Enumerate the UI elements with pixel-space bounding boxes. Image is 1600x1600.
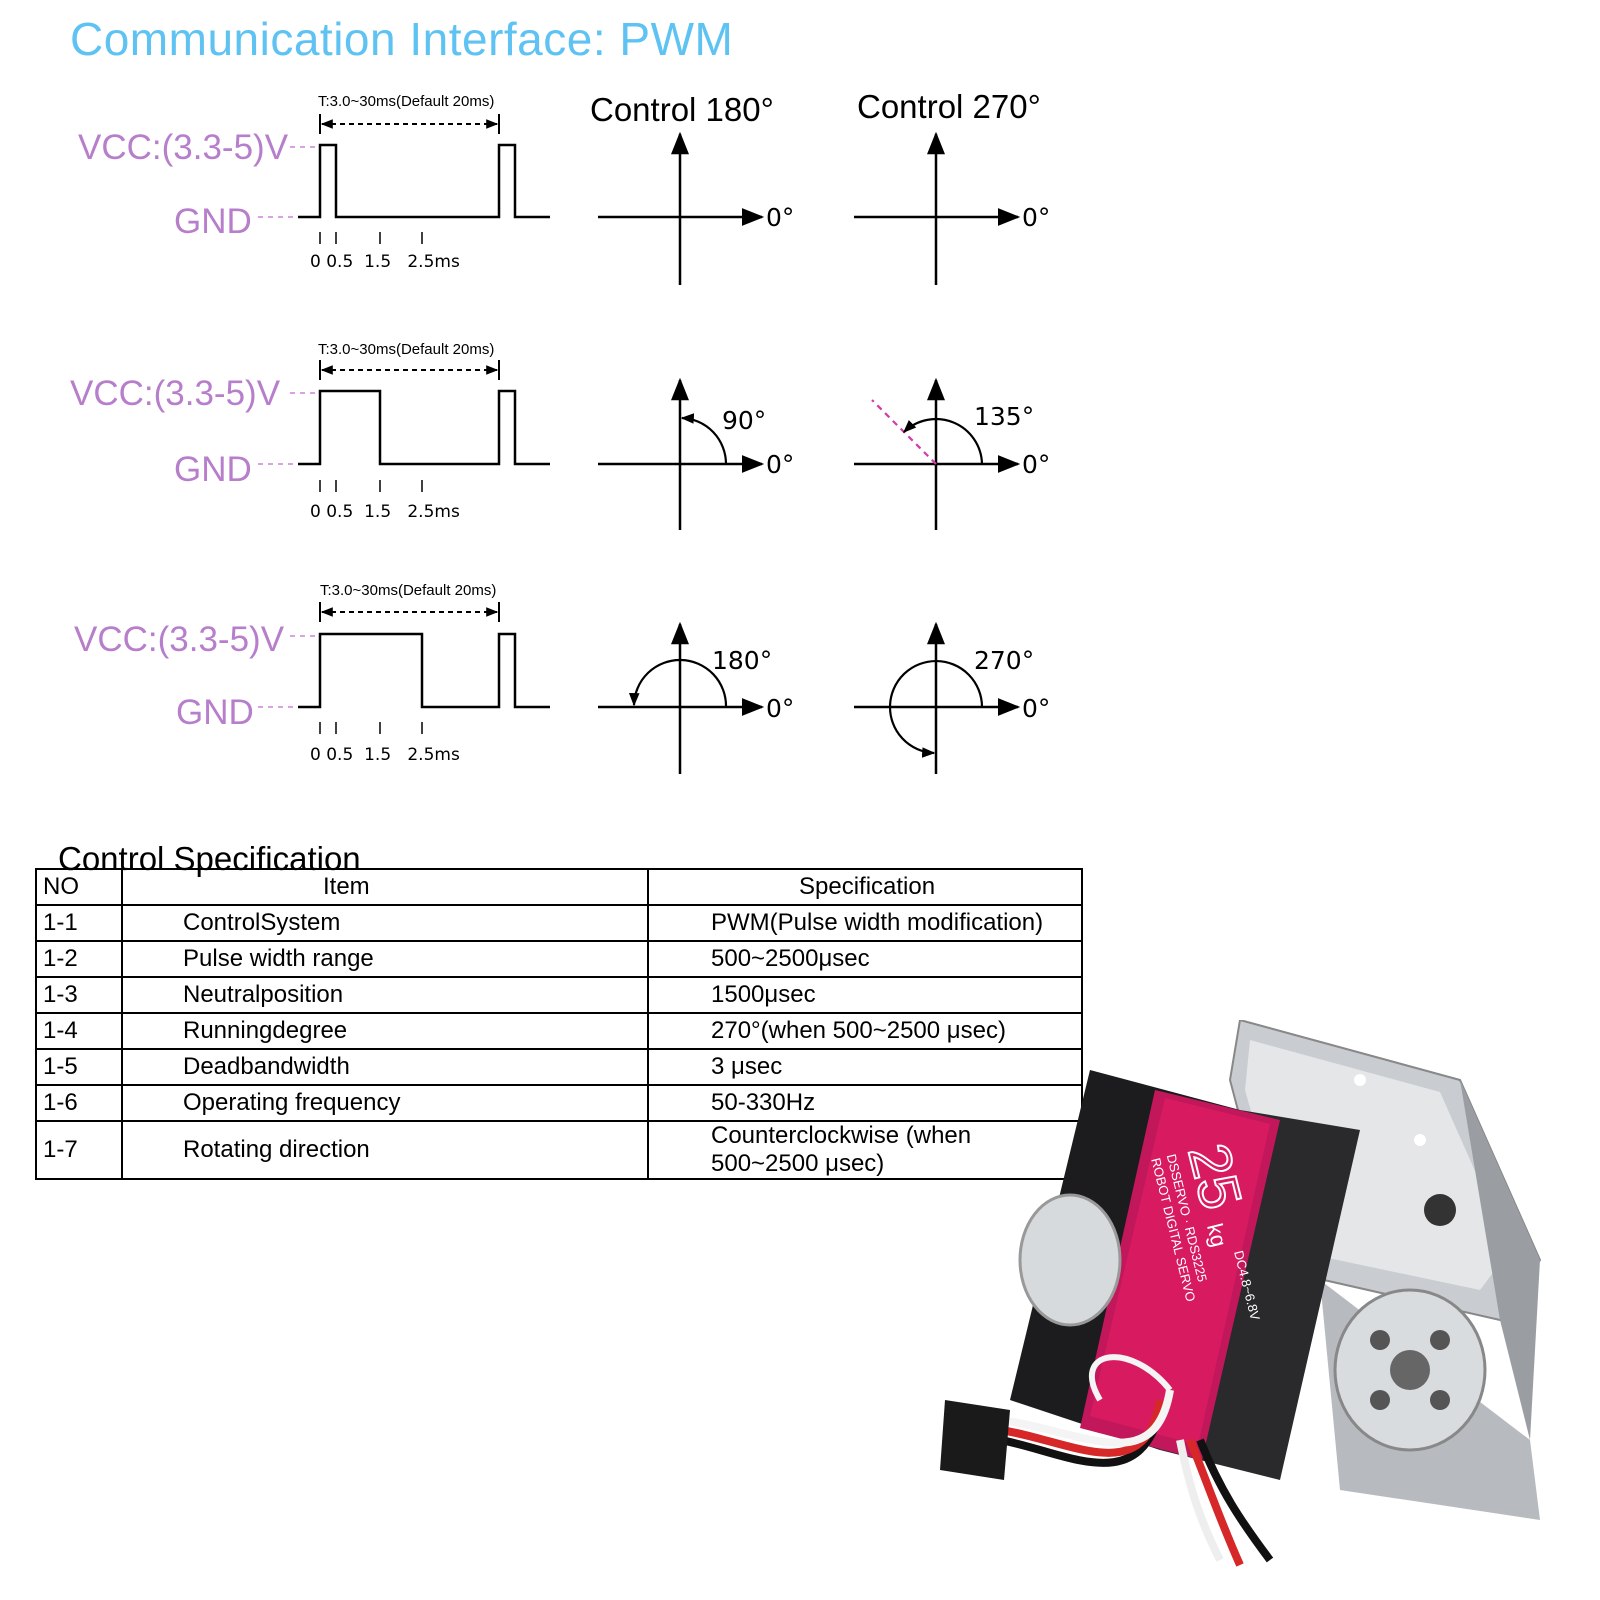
row-spec: 3 μsec [647, 1048, 1083, 1086]
row-no: 1-5 [35, 1048, 123, 1086]
row-spec: 50-330Hz [647, 1084, 1083, 1122]
tick-0-5: 0.5 [326, 745, 354, 765]
table-row: 1-1 ControlSystem PWM(Pulse width modifi… [35, 904, 1083, 942]
table-row: 1-3 Neutralposition 1500μsec [35, 976, 1083, 1014]
table-row: 1-5 Deadbandwidth 3 μsec [35, 1048, 1083, 1086]
axes-270-3 [854, 621, 1021, 774]
table-header-row: NO Item Specification [35, 868, 1083, 906]
c180-zero-label-1: 0° [766, 203, 795, 232]
waveform-1 [298, 143, 550, 219]
arc-180 [628, 658, 728, 708]
control-180-header: Control 180° [590, 91, 774, 128]
row-spec: Counterclockwise (when 500~2500 μsec) [647, 1120, 1083, 1180]
table-row: 1-4 Runningdegree 270°(when 500~2500 μse… [35, 1012, 1083, 1050]
axes-180-1 [598, 131, 765, 285]
row-no: 1-7 [35, 1120, 123, 1180]
c270-zero-label-2: 0° [1022, 450, 1051, 479]
header-no: NO [35, 868, 123, 906]
row-no: 1-3 [35, 976, 123, 1014]
tick-marks-1 [319, 232, 423, 244]
tick-1-5: 1.5 [364, 252, 392, 272]
tick-0: 0 [310, 252, 321, 272]
servo-product-photo: 25 kg DSSERVO · RDS3225 ROBOT DIGITAL SE… [940, 1020, 1542, 1567]
vcc-label-1: VCC:(3.3-5)V [78, 128, 289, 167]
tick-0-5: 0.5 [326, 252, 354, 272]
period-arrow-3 [319, 602, 500, 622]
arc-135 [903, 417, 984, 465]
period-label-1: T:3.0~30ms(Default 20ms) [318, 93, 495, 110]
c270-zero-label-3: 0° [1022, 694, 1051, 723]
tick-0: 0 [310, 745, 321, 765]
control-270-header: Control 270° [857, 88, 1041, 125]
c180-angle-label-3: 180° [712, 646, 773, 675]
header-specification: Specification [647, 868, 1083, 906]
header-item: Item [121, 868, 649, 906]
waveform-2 [298, 389, 550, 466]
row-no: 1-6 [35, 1084, 123, 1122]
row-spec: PWM(Pulse width modification) [647, 904, 1083, 942]
tick-1-5: 1.5 [364, 745, 392, 765]
vcc-label-2: VCC:(3.3-5)V [70, 374, 281, 413]
servo-connector [940, 1400, 1010, 1480]
tick-marks-3 [319, 722, 423, 734]
level-guides-3 [258, 635, 318, 708]
row-no: 1-1 [35, 904, 123, 942]
row-item: Rotating direction [121, 1120, 649, 1180]
spec-table: NO Item Specification 1-1 ControlSystem … [35, 868, 1083, 1180]
row-spec: 270°(when 500~2500 μsec) [647, 1012, 1083, 1050]
row-spec: 500~2500μsec [647, 940, 1083, 978]
waveform-3 [298, 632, 550, 709]
row-item: Operating frequency [121, 1084, 649, 1122]
table-row: 1-7 Rotating direction Counterclockwise … [35, 1120, 1083, 1180]
axes-270-1 [854, 131, 1021, 285]
vcc-label-3: VCC:(3.3-5)V [74, 620, 285, 659]
c270-angle-label-3: 270° [974, 646, 1035, 675]
row-item: Pulse width range [121, 940, 649, 978]
gnd-label-2: GND [174, 450, 252, 489]
row-item: Neutralposition [121, 976, 649, 1014]
period-arrow-2 [319, 360, 500, 380]
row-item: Deadbandwidth [121, 1048, 649, 1086]
tick-1-5: 1.5 [364, 502, 392, 522]
table-row: 1-2 Pulse width range 500~2500μsec [35, 940, 1083, 978]
axes-270-2 [854, 377, 1021, 530]
row-no: 1-2 [35, 940, 123, 978]
period-arrow-1 [319, 114, 500, 134]
tick-marks-2 [319, 480, 423, 492]
table-row: 1-6 Operating frequency 50-330Hz [35, 1084, 1083, 1122]
tick-2-5: 2.5ms [407, 502, 460, 522]
tick-0: 0 [310, 502, 321, 522]
row-item: Runningdegree [121, 1012, 649, 1050]
arc-90 [680, 413, 728, 465]
c180-zero-label-2: 0° [766, 450, 795, 479]
tick-2-5: 2.5ms [407, 252, 460, 272]
tick-2-5: 2.5ms [407, 745, 460, 765]
tick-labels-1: 0 0.5 1.5 2.5ms [310, 252, 460, 272]
axes-180-3 [598, 621, 765, 774]
row-item: ControlSystem [121, 904, 649, 942]
tick-0-5: 0.5 [326, 502, 354, 522]
row-no: 1-4 [35, 1012, 123, 1050]
tick-labels-3: 0 0.5 1.5 2.5ms [310, 745, 460, 765]
row-spec: 1500μsec [647, 976, 1083, 1014]
c180-zero-label-3: 0° [766, 694, 795, 723]
period-label-2: T:3.0~30ms(Default 20ms) [318, 341, 495, 358]
c180-angle-label-2: 90° [722, 406, 767, 435]
tick-labels-2: 0 0.5 1.5 2.5ms [310, 502, 460, 522]
gnd-label-3: GND [176, 693, 254, 732]
pwm-diagrams [258, 114, 1021, 774]
c270-zero-label-1: 0° [1022, 203, 1051, 232]
level-guides-1 [258, 146, 318, 218]
gnd-label-1: GND [174, 202, 252, 241]
c270-angle-label-2: 135° [974, 402, 1035, 431]
period-label-3: T:3.0~30ms(Default 20ms) [320, 582, 497, 599]
page-title: Communication Interface: PWM [70, 13, 734, 65]
axes-180-2 [598, 377, 765, 530]
level-guides-2 [258, 392, 318, 465]
arc-270 [888, 659, 984, 758]
